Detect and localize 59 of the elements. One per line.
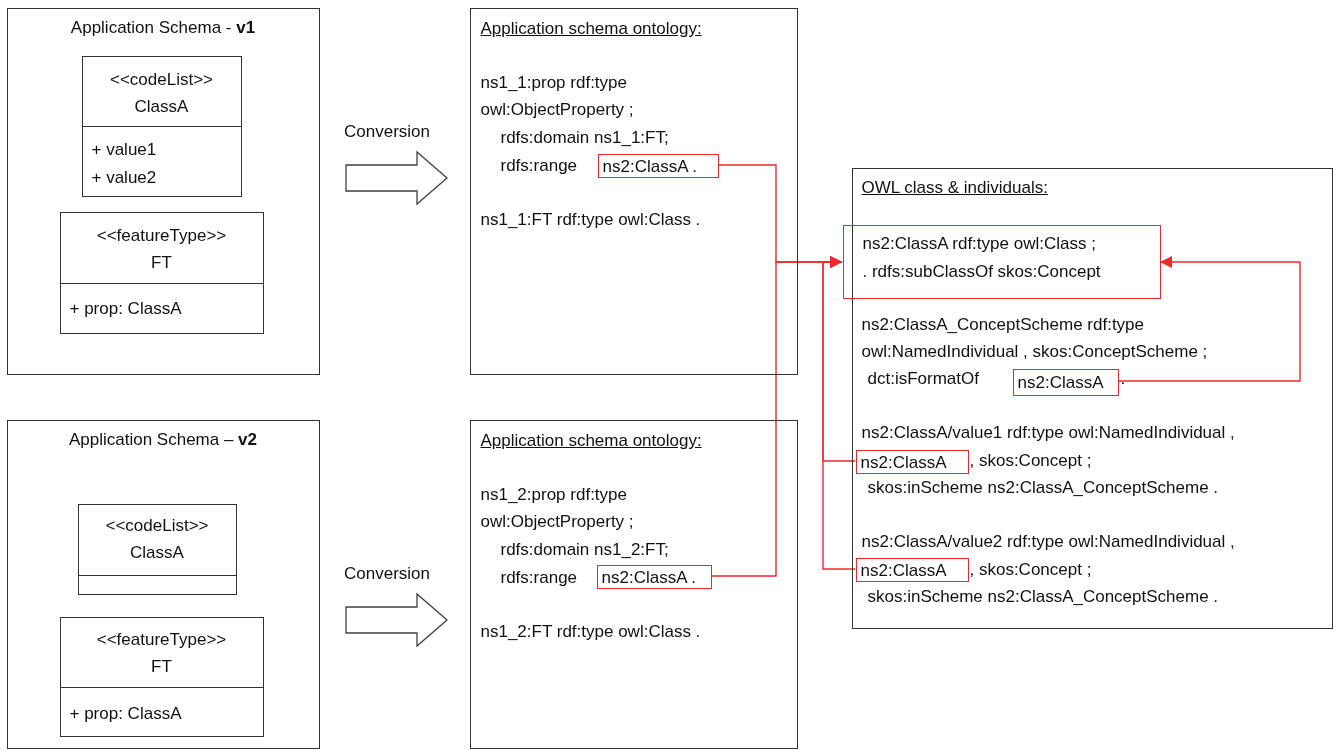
- code-text: ns1_2:prop rdf:type owl:ObjectProperty ;: [480, 483, 635, 533]
- connector-arrow: [1117, 256, 1301, 382]
- code-text: ns2:ClassA .: [602, 155, 697, 178]
- section-heading: Application schema ontology:: [480, 429, 702, 452]
- attribute-text: + value2: [91, 166, 157, 189]
- class-name: FT: [150, 655, 173, 678]
- uml-class-box: [60, 212, 264, 334]
- code-text: dct:isFormatOf: [867, 367, 979, 390]
- panel-title: Application Schema – v2: [67, 428, 259, 451]
- stereotype-label: <<codeList>>: [109, 68, 214, 91]
- highlight-box: [856, 450, 969, 474]
- code-text: ns1_2:FT rdf:type owl:Class .: [480, 620, 701, 643]
- code-text: ns2:ClassA: [1017, 372, 1104, 394]
- uml-class-box: [78, 504, 237, 595]
- panel-title: Application Schema - v1: [69, 16, 257, 39]
- section-heading: Application schema ontology:: [480, 17, 702, 40]
- uml-class-box: [82, 56, 242, 197]
- highlight-box: [598, 154, 719, 178]
- code-text: . rdfs:subClassOf skos:Concept: [862, 260, 1101, 283]
- code-text: rdfs:domain ns1_2:FT;: [500, 538, 669, 561]
- attribute-text: + value1: [91, 138, 157, 161]
- code-text: ns2:ClassA .: [601, 566, 696, 589]
- highlight-box: [843, 225, 1161, 299]
- code-text: .: [1120, 367, 1126, 390]
- ontology-panel: [470, 420, 798, 749]
- highlight-box: [856, 558, 969, 582]
- connector-arrow: [822, 256, 856, 570]
- code-text: , skos:Concept ;: [969, 558, 1092, 581]
- schema-panel: [7, 420, 320, 749]
- code-text: ns2:ClassA_ConceptScheme rdf:type owl:NamedIndividual , skos:ConceptScheme ;: [861, 313, 1209, 363]
- block-arrow: [345, 592, 448, 648]
- code-text: ns1_1:FT rdf:type owl:Class .: [480, 208, 701, 231]
- class-name: FT: [150, 251, 173, 274]
- code-text: rdfs:domain ns1_1:FT;: [500, 126, 669, 149]
- class-name: ClassA: [129, 541, 185, 564]
- uml-class-box: [60, 617, 264, 737]
- code-text: rdfs:range: [500, 154, 578, 177]
- code-text: ns1_1:prop rdf:type owl:ObjectProperty ;: [480, 71, 635, 121]
- ontology-panel: [470, 8, 798, 375]
- code-text: skos:inScheme ns2:ClassA_ConceptScheme .: [867, 585, 1219, 608]
- highlight-box: [1013, 369, 1119, 396]
- code-text: ns2:ClassA: [860, 559, 947, 582]
- code-text: skos:inScheme ns2:ClassA_ConceptScheme .: [867, 476, 1219, 499]
- section-heading: OWL class & individuals:: [861, 176, 1048, 199]
- code-text: ns2:ClassA rdf:type owl:Class ;: [862, 232, 1096, 255]
- attribute-text: + prop: ClassA: [69, 702, 182, 725]
- attribute-text: + prop: ClassA: [69, 297, 182, 320]
- stereotype-label: <<codeList>>: [104, 514, 210, 537]
- code-text: ns2:ClassA/value1 rdf:type owl:NamedIndividual ,: [861, 421, 1235, 444]
- highlight-box: [597, 565, 712, 589]
- code-text: rdfs:range: [500, 566, 578, 589]
- stereotype-label: <<featureType>>: [95, 224, 228, 247]
- class-name: ClassA: [133, 95, 190, 118]
- schema-panel: [7, 8, 320, 375]
- block-arrow: [345, 150, 448, 206]
- code-text: ns2:ClassA: [860, 451, 947, 474]
- stereotype-label: <<featureType>>: [95, 628, 228, 651]
- code-text: , skos:Concept ;: [969, 449, 1092, 472]
- code-text: ns2:ClassA/value2 rdf:type owl:NamedIndividual ,: [861, 530, 1235, 553]
